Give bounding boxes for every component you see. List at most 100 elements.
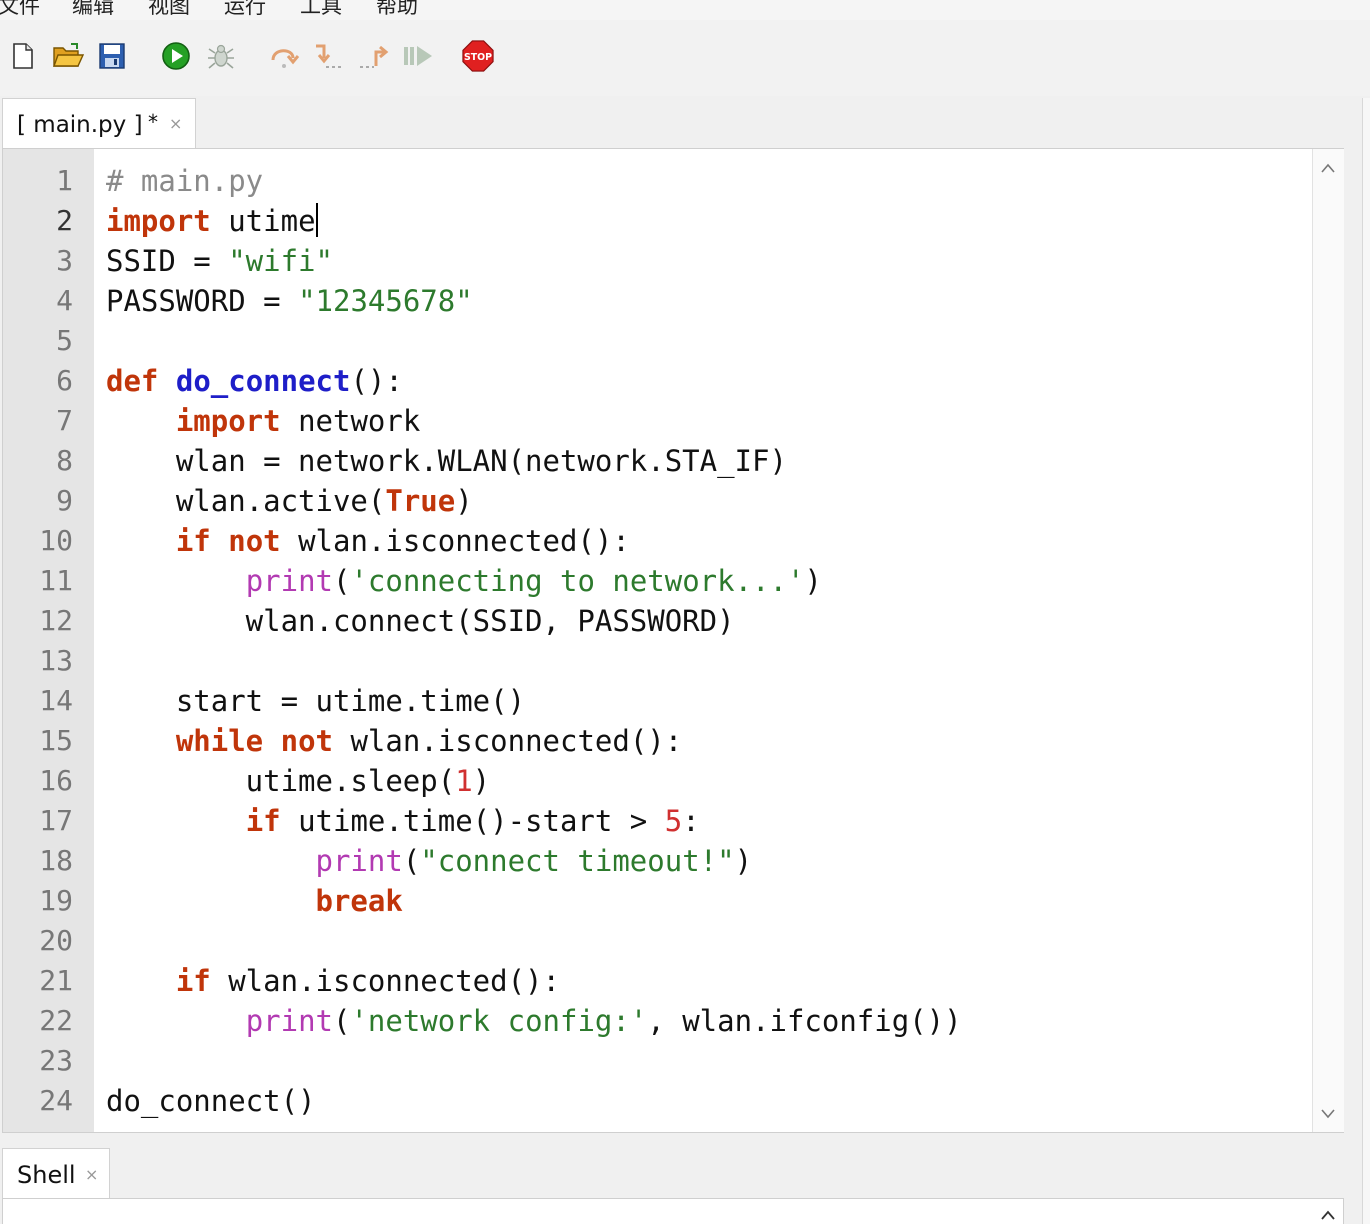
code-token — [106, 964, 176, 998]
code-token: PASSWORD = — [106, 284, 299, 318]
text-caret — [315, 203, 318, 237]
open-file-button[interactable] — [52, 40, 84, 72]
code-token: ( — [333, 564, 351, 598]
code-line[interactable]: if wlan.isconnected(): — [106, 961, 962, 1001]
code-token: utime.time()-start > — [280, 804, 665, 838]
code-token: ) — [455, 484, 473, 518]
close-icon[interactable]: × — [169, 114, 183, 133]
line-number: 20 — [39, 924, 73, 957]
code-line[interactable]: while not wlan.isconnected(): — [106, 721, 962, 761]
shell-scroll-up-icon[interactable] — [1321, 1205, 1335, 1224]
code-token: wlan = network.WLAN(network.STA_IF) — [106, 444, 787, 478]
code-line[interactable]: import network — [106, 401, 962, 441]
code-line[interactable]: wlan = network.WLAN(network.STA_IF) — [106, 441, 962, 481]
code-token: (): — [350, 364, 403, 398]
line-number: 4 — [56, 284, 73, 317]
code-token — [106, 844, 316, 878]
code-line[interactable]: if not wlan.isconnected(): — [106, 521, 962, 561]
code-line[interactable] — [106, 921, 962, 961]
menu-tools[interactable]: 工具 — [300, 0, 342, 18]
code-line[interactable]: # main.py — [106, 161, 962, 201]
scroll-up-arrow-icon[interactable] — [1321, 161, 1335, 175]
code-token: wlan.isconnected(): — [210, 964, 560, 998]
menu-file[interactable]: 文件 — [0, 0, 40, 18]
code-token: , wlan.ifconfig()) — [647, 1004, 962, 1038]
code-token: start = utime.time() — [106, 684, 526, 718]
line-number: 9 — [56, 484, 73, 517]
modified-indicator: * — [148, 110, 158, 134]
code-token: ) — [804, 564, 822, 598]
save-icon — [99, 43, 125, 69]
step-into-button[interactable] — [312, 40, 344, 72]
code-token: ( — [333, 1004, 351, 1038]
close-icon[interactable]: × — [85, 1165, 99, 1184]
code-token — [106, 804, 246, 838]
resume-button[interactable] — [402, 40, 434, 72]
line-number: 13 — [39, 644, 73, 677]
code-line[interactable]: start = utime.time() — [106, 681, 962, 721]
code-token: not — [228, 524, 281, 558]
step-over-button[interactable] — [268, 40, 300, 72]
code-line[interactable]: print('connecting to network...') — [106, 561, 962, 601]
menu-edit[interactable]: 编辑 — [72, 0, 114, 18]
line-number: 5 — [56, 324, 73, 357]
code-token: do_connect() — [106, 1084, 316, 1118]
code-line[interactable] — [106, 641, 962, 681]
code-token: utime.sleep( — [106, 764, 456, 798]
debug-button[interactable] — [205, 40, 237, 72]
code-line[interactable]: wlan.connect(SSID, PASSWORD) — [106, 601, 962, 641]
line-number: 18 — [39, 844, 73, 877]
scroll-down-arrow-icon[interactable] — [1321, 1107, 1335, 1121]
step-out-button[interactable] — [358, 40, 390, 72]
menu-view[interactable]: 视图 — [148, 0, 190, 18]
save-button[interactable] — [96, 40, 128, 72]
line-number: 16 — [39, 764, 73, 797]
code-line[interactable]: print("connect timeout!") — [106, 841, 962, 881]
code-token — [263, 724, 280, 758]
code-token: import — [175, 404, 281, 438]
step-out-icon — [360, 45, 389, 68]
toolbar: STOP — [0, 20, 1370, 96]
svg-text:STOP: STOP — [464, 52, 492, 63]
code-line[interactable]: do_connect() — [106, 1081, 962, 1121]
code-token: utime — [210, 204, 316, 238]
code-line[interactable]: wlan.active(True) — [106, 481, 962, 521]
code-token: ) — [472, 764, 491, 798]
code-line[interactable]: if utime.time()-start > 5: — [106, 801, 962, 841]
line-number: 7 — [56, 404, 73, 437]
code-line[interactable]: break — [106, 881, 962, 921]
menu-run[interactable]: 运行 — [224, 0, 266, 18]
line-number: 24 — [39, 1084, 73, 1117]
code-token: wlan.connect(SSID, PASSWORD) — [106, 604, 735, 638]
code-line[interactable]: utime.sleep(1) — [106, 761, 962, 801]
stop-icon: STOP — [462, 40, 494, 72]
code-token: break — [315, 884, 403, 918]
shell-tab-label: Shell — [17, 1161, 76, 1189]
editor-vertical-scrollbar[interactable] — [1312, 149, 1344, 1132]
line-number: 6 — [56, 364, 73, 397]
code-line[interactable]: def do_connect(): — [106, 361, 962, 401]
code-token: SSID = — [106, 244, 229, 278]
line-number: 17 — [39, 804, 73, 837]
run-button[interactable] — [160, 40, 192, 72]
step-over-icon — [271, 49, 300, 68]
stop-button[interactable]: STOP — [462, 40, 494, 72]
line-number: 3 — [56, 244, 73, 277]
code-line[interactable]: PASSWORD = "12345678" — [106, 281, 962, 321]
code-line[interactable]: print('network config:', wlan.ifconfig()… — [106, 1001, 962, 1041]
code-line[interactable]: import utime — [106, 201, 962, 241]
code-line[interactable] — [106, 321, 962, 361]
tab-main-py[interactable]: [ main.py ] * × — [2, 98, 196, 149]
code-token: ) — [734, 844, 753, 878]
shell-panel[interactable] — [2, 1198, 1344, 1224]
code-token: ( — [402, 844, 421, 878]
code-token: not — [280, 724, 334, 758]
code-line[interactable] — [106, 1041, 962, 1081]
tab-shell[interactable]: Shell × — [2, 1148, 110, 1198]
new-file-button[interactable] — [7, 40, 39, 72]
code-token: "12345678" — [298, 284, 473, 318]
code-line[interactable]: SSID = "wifi" — [106, 241, 962, 281]
menu-help[interactable]: 帮助 — [376, 0, 418, 18]
